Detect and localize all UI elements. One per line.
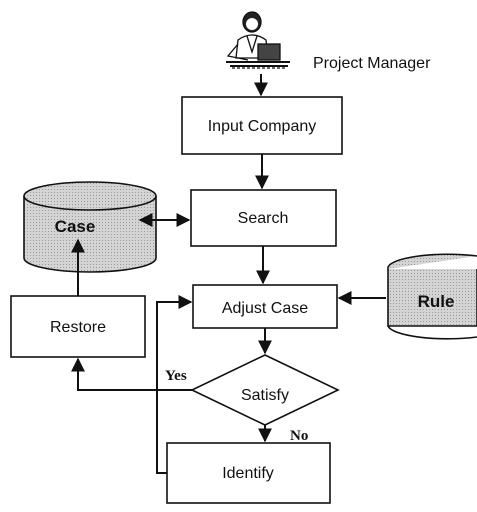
rule-datastore: Rule xyxy=(387,253,477,340)
search-box: Search xyxy=(190,189,337,247)
satisfy-label: Satisfy xyxy=(241,387,289,404)
identify-label: Identify xyxy=(222,465,274,482)
input-company-label: Input Company xyxy=(208,118,317,135)
yes-to-restore-arrow xyxy=(71,357,192,391)
no-label: No xyxy=(290,428,308,444)
input-company-box: Input Company xyxy=(181,96,343,155)
rule-label: Rule xyxy=(418,292,455,311)
adjust-case-box: Adjust Case xyxy=(192,284,338,329)
adjust-case-label: Adjust Case xyxy=(222,300,308,317)
actor-label: Project Manager xyxy=(313,55,431,72)
identify-box: Identify xyxy=(166,442,331,504)
identify-loop-arrow xyxy=(156,295,193,474)
restore-label: Restore xyxy=(50,319,106,336)
satisfy-decision: Satisfy xyxy=(190,354,340,426)
search-label: Search xyxy=(238,210,289,227)
case-label: Case xyxy=(55,217,96,236)
person-at-desk-icon xyxy=(226,11,290,69)
yes-label: Yes xyxy=(165,368,187,384)
restore-box: Restore xyxy=(10,295,146,358)
case-datastore: Case xyxy=(23,181,157,273)
